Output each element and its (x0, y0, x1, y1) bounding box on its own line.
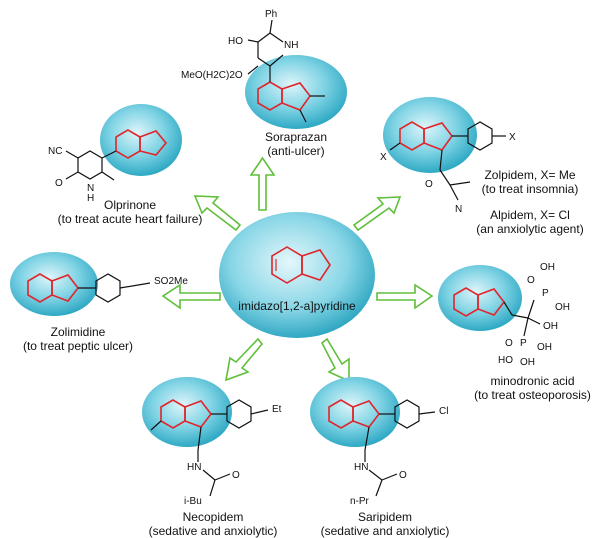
necopidem-structure (150, 399, 269, 497)
zolpidem-structure (389, 121, 506, 201)
zolimidine-so2me-label: SO2Me (154, 276, 188, 287)
alpidem-use: (an anxiolytic agent) (476, 222, 584, 236)
minodronic-p2-label: P (520, 338, 527, 349)
minodronic-o1-label: O (527, 275, 535, 286)
zolpidem-x2-label: X (509, 132, 516, 143)
minodronic-oh4-label: OH (537, 342, 552, 353)
necopidem-use: (sedative and anxiolytic) (148, 524, 278, 538)
arrow-downleft (224, 337, 264, 382)
alpidem-caption: Alpidem, X= Cl (an anxiolytic agent) (470, 208, 590, 236)
minodronic-structure (453, 287, 541, 337)
zolpidem-o-label: O (425, 179, 433, 190)
necopidem-ellipse (142, 377, 232, 447)
minodronic-oh3-label: OH (543, 321, 558, 332)
zolpidem-ellipse (383, 97, 477, 173)
minodronic-name: minodronic acid (490, 374, 575, 388)
saripidem-hn-label: HN (354, 462, 368, 473)
minodronic-o2-label: O (505, 338, 513, 349)
minodronic-ellipse (438, 265, 522, 331)
olprinone-n-label: N (87, 183, 94, 194)
saripidem-use: (sedative and anxiolytic) (320, 524, 450, 538)
center-core (271, 246, 331, 284)
saripidem-npr-label: n-Pr (350, 496, 370, 507)
saripidem-structure (328, 399, 436, 497)
saripidem-ellipse (310, 377, 400, 447)
saripidem-o-label: O (399, 470, 407, 481)
soraprazan-ho-label: HO (228, 36, 243, 47)
necopidem-et-label: Et (272, 404, 282, 415)
soraprazan-structure (247, 19, 325, 123)
arrow-right (376, 283, 434, 310)
zolpidem-use: (to treat insomnia) (481, 182, 579, 196)
saripidem-name: Saripidem (357, 510, 413, 524)
soraprazan-ellipse (245, 55, 347, 129)
zolimidine-use: (to treat peptic ulcer) (22, 339, 134, 353)
minodronic-oh2-label: OH (555, 302, 570, 313)
minodronic-ho-label: HO (498, 355, 513, 366)
necopidem-caption: Necopidem (sedative and anxiolytic) (138, 510, 288, 538)
olprinone-nc-label: NC (48, 146, 62, 157)
soraprazan-caption: Soraprazan (anti-ulcer) (236, 130, 356, 158)
minodronic-use: (to treat osteoporosis) (474, 388, 591, 402)
saripidem-caption: Saripidem (sedative and anxiolytic) (310, 510, 460, 538)
soraprazan-nh-label: NH (284, 40, 298, 51)
minodronic-p1-label: P (542, 288, 549, 299)
zolimidine-structure (27, 273, 151, 303)
soraprazan-ph-label: Ph (265, 9, 277, 20)
olprinone-caption: Olprinone (to treat acute heart failure) (40, 198, 220, 226)
arrows (161, 156, 434, 383)
arrow-upleft (193, 195, 242, 232)
minodronic-oh5-label: OH (520, 357, 535, 368)
arrow-left (161, 283, 221, 310)
necopidem-ibu-label: i-Bu (184, 496, 202, 507)
necopidem-o-label: O (232, 470, 240, 481)
zolimidine-name: Zolimidine (50, 325, 106, 339)
soraprazan-name: Soraprazan (264, 130, 328, 144)
zolpidem-x1-label: X (380, 152, 387, 163)
necopidem-hn-label: HN (187, 462, 201, 473)
olprinone-structure (65, 129, 168, 181)
soraprazan-ether-label: MeO(H2C)2O (181, 70, 243, 81)
center-ellipse (219, 212, 375, 338)
saripidem-cl-label: Cl (439, 406, 448, 417)
zolpidem-n-label: N (455, 204, 462, 215)
necopidem-name: Necopidem (182, 510, 244, 524)
soraprazan-use: (anti-ulcer) (267, 144, 325, 158)
olprinone-name: Olprinone (103, 198, 157, 212)
arrow-up (249, 156, 276, 211)
zolpidem-name: Zolpidem, X= Me (484, 168, 576, 182)
zolimidine-caption: Zolimidine (to treat peptic ulcer) (8, 325, 148, 353)
arrow-upright (352, 196, 402, 232)
olprinone-o-label: O (55, 178, 63, 189)
olprinone-use: (to treat acute heart failure) (57, 212, 203, 226)
olprinone-h-label: H (87, 193, 94, 204)
alpidem-name: Alpidem, X= Cl (490, 208, 570, 222)
minodronic-caption: minodronic acid (to treat osteoporosis) (470, 374, 595, 402)
olprinone-ellipse (100, 104, 182, 176)
minodronic-oh1-label: OH (540, 262, 555, 273)
arrow-downright (320, 337, 350, 383)
zolpidem-caption: Zolpidem, X= Me (to treat insomnia) (470, 168, 590, 196)
zolimidine-ellipse (10, 252, 98, 316)
center-label: imidazo[1,2-a]pyridine (238, 299, 356, 313)
